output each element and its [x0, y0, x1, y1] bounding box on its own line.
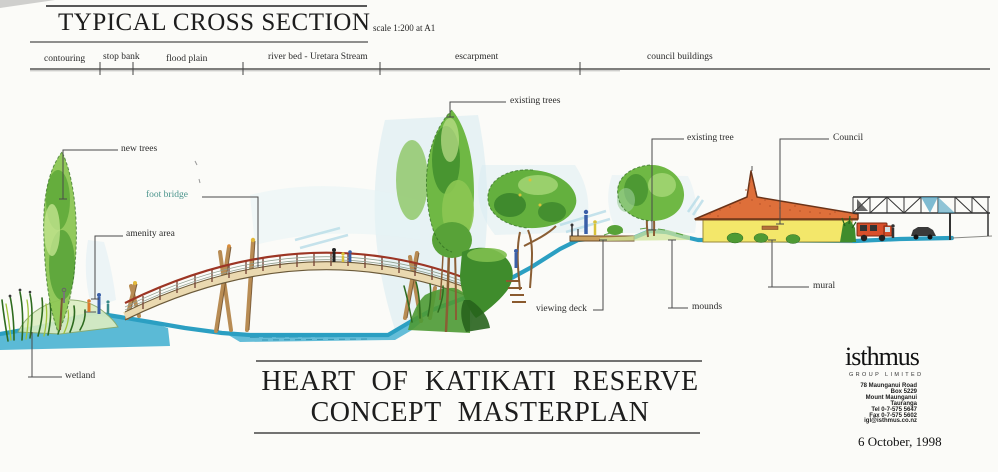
callout-mounds: mounds [692, 302, 723, 312]
firm-address-line: Fax 0-7-575 5602 [869, 412, 917, 419]
callout-viewing-deck: viewing deck [536, 304, 587, 314]
firm-logo: isthmus [845, 342, 920, 371]
mural-panel [761, 225, 779, 230]
firm-address-line: Tel 0-7-575 5647 [871, 406, 917, 413]
firm-subtitle: GROUP LIMITED [849, 372, 924, 378]
ruler-label-escarpment: escarpment [455, 52, 499, 62]
callout-council: Council [833, 133, 864, 143]
existing-trees-group [396, 109, 577, 333]
callout-wetland: wetland [65, 371, 96, 381]
amenity-people [61, 287, 110, 314]
council-building [694, 166, 859, 244]
sheet-title: TYPICAL CROSS SECTION [58, 9, 371, 36]
foot-bridge [123, 237, 467, 333]
car [911, 227, 936, 240]
carpark-structures [852, 196, 990, 242]
leader-lines [28, 101, 829, 378]
ruler-label-council-buildings: council buildings [647, 52, 713, 62]
sheet-date: 6 October, 1998 [858, 434, 942, 449]
existing-tree-right [607, 164, 685, 238]
ruler-label-flood-plain: flood plain [166, 54, 208, 64]
section-ruler [30, 62, 990, 75]
title-rules [30, 5, 702, 434]
wetland-vegetation [1, 288, 119, 342]
callout-foot-bridge: foot bridge [146, 190, 188, 200]
firm-address-line: Tauranga [890, 400, 917, 407]
project-title-line1: HEART OF KATIKATI RESERVE [261, 366, 699, 397]
poplar-tree [43, 151, 77, 334]
firm-address-line: igl@isthmus.co.nz [864, 418, 917, 425]
ruler-label-river-bed: river bed - Uretara Stream [268, 52, 368, 62]
stream-bank-vegetation [403, 281, 470, 333]
escarpment-planting [460, 247, 526, 332]
callout-amenity-area: amenity area [126, 229, 175, 239]
firm-address-line: 78 Maunganui Road [860, 383, 917, 389]
firm-address-line: Mount Maunganui [865, 394, 917, 401]
project-title-block: HEART OF KATIKATI RESERVE CONCEPT MASTER… [255, 366, 705, 428]
ruler-label-stop-bank: stop bank [103, 52, 140, 62]
scale-note: scale 1:200 at A1 [373, 23, 436, 33]
callout-existing-trees: existing trees [510, 96, 561, 106]
scan-artifacts [0, 0, 201, 184]
callout-existing-tree: existing tree [687, 133, 734, 143]
callout-mural: mural [813, 281, 836, 291]
ruler-label-contouring: contouring [44, 54, 86, 64]
firm-address-line: Box 5229 [890, 388, 917, 395]
firm-address-block: 78 Maunganui Road Box 5229 Mount Maungan… [817, 383, 917, 425]
callout-new-trees: new trees [121, 144, 158, 154]
truck [856, 222, 895, 242]
project-title-line2: CONCEPT MASTERPLAN [310, 397, 650, 428]
